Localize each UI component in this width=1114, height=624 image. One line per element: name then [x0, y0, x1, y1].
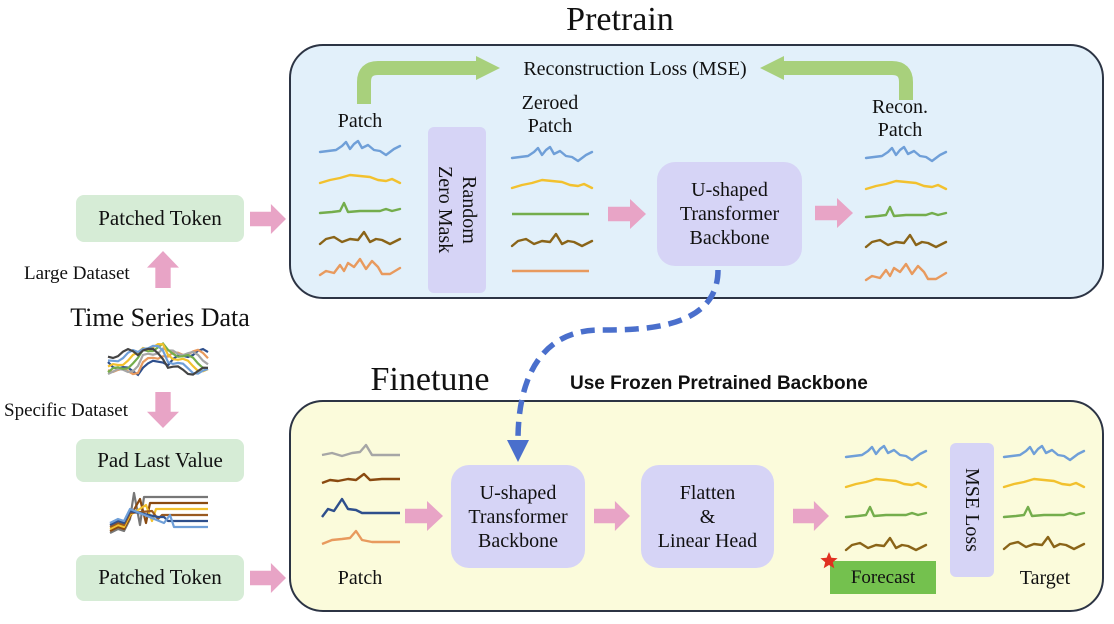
finetune-patch-lines [321, 443, 400, 546]
forecast-line-yellow [844, 477, 928, 489]
recon-line-blue [864, 145, 948, 163]
zeroed-line-blue [510, 145, 594, 163]
patch-line-green [318, 201, 402, 215]
target-label: Target [1019, 567, 1071, 589]
specific-dataset-label: Specific Dataset [4, 400, 128, 421]
target-line-brown [1002, 535, 1086, 551]
forecast-box: Forecast [830, 561, 936, 594]
recon-line-green [864, 205, 948, 219]
large-dataset-label: Large Dataset [24, 263, 130, 284]
target-lines [1002, 444, 1086, 551]
ts-thumb-line-5 [107, 342, 209, 373]
arrow-backbone-to-head [594, 501, 630, 531]
target-line-green [1002, 505, 1086, 519]
forecast-star-icon [820, 552, 838, 569]
zeroed-line-yellow [510, 178, 594, 190]
recon-line-orange [864, 262, 948, 282]
pretrain-patch-label: Patch [337, 110, 383, 132]
finetune-backbone-box: U-shaped Transformer Backbone [451, 465, 585, 568]
padded-thumb-line-4 [109, 509, 208, 528]
patch-line-orange [318, 257, 402, 277]
forecast-lines [820, 444, 928, 569]
recon-patch-lines [864, 145, 948, 282]
ts-thumb-line-6 [107, 344, 209, 375]
recon-arrow-left-head [476, 56, 500, 80]
arrows [147, 56, 913, 593]
frozen-backbone-note: Use Frozen Pretrained Backbone [570, 373, 868, 394]
linear-head-box: Flatten & Linear Head [641, 465, 774, 568]
pretrain-backbone-box: U-shaped Transformer Backbone [657, 162, 802, 266]
frozen-backbone-arrow-head [507, 440, 529, 462]
finetune-title: Finetune [370, 361, 490, 398]
zeroed-patch-lines [510, 145, 594, 273]
arrow-patch-to-backbone [405, 501, 443, 531]
target-line-yellow [1002, 477, 1086, 489]
patch-line-brown [318, 230, 402, 246]
random-zero-mask-box: Random Zero Mask [428, 127, 486, 293]
arrow-down-specific-dataset [147, 392, 179, 428]
finetune-patch-line-1 [321, 443, 400, 458]
ts-thumb-line-7 [107, 347, 209, 376]
pad-last-value-box: Pad Last Value [76, 439, 244, 482]
recon-line-yellow [864, 179, 948, 191]
pretrain-patch-lines [318, 139, 402, 277]
finetune-patch-line-4 [321, 529, 400, 546]
time-series-label: Time Series Data [70, 303, 250, 332]
target-line-blue [1002, 444, 1086, 462]
finetune-patch-label: Patch [337, 567, 383, 589]
recon-patch-label: Recon. Patch [871, 96, 929, 141]
random-zero-mask-label: Random Zero Mask [434, 166, 480, 254]
padded-thumb-line-3 [109, 503, 208, 530]
arrow-token-to-pretrain [250, 204, 286, 234]
patched-token-box-bottom: Patched Token [76, 555, 244, 601]
arrow-token-to-finetune [250, 563, 286, 593]
recon-line-brown [864, 233, 948, 249]
forecast-line-green [844, 505, 928, 519]
zeroed-patch-label: Zeroed Patch [521, 92, 579, 137]
padded-series-thumbnail [109, 491, 208, 534]
forecast-line-blue [844, 444, 928, 462]
arrow-backbone-to-recon [815, 198, 853, 228]
patched-token-box-top: Patched Token [76, 195, 244, 242]
arrow-up-large-dataset [147, 251, 179, 288]
reconstruction-loss-label: Reconstruction Loss (MSE) [523, 58, 747, 80]
zeroed-line-brown [510, 232, 594, 248]
padded-thumb-line-1 [109, 491, 208, 534]
pretrain-title: Pretrain [566, 1, 674, 38]
recon-arrow-right-head [760, 56, 784, 80]
recon-arrow-right-body [782, 61, 913, 100]
finetune-patch-line-3 [321, 497, 400, 518]
mse-loss-box: MSE Loss [950, 443, 994, 577]
padded-thumb-line-2 [109, 497, 208, 532]
forecast-line-brown [844, 536, 928, 552]
patch-line-blue [318, 139, 402, 157]
frozen-backbone-dashed-arrow [515, 269, 721, 441]
arrow-head-to-forecast [793, 501, 829, 531]
recon-arrow-left-body [357, 61, 478, 104]
arrow-zeroed-to-backbone [608, 199, 646, 229]
finetune-patch-line-2 [321, 472, 400, 485]
patch-line-yellow [318, 173, 402, 185]
mse-loss-label: MSE Loss [961, 468, 983, 552]
padded-thumb-line-6 [109, 507, 208, 529]
time-series-thumbnail [107, 341, 209, 377]
